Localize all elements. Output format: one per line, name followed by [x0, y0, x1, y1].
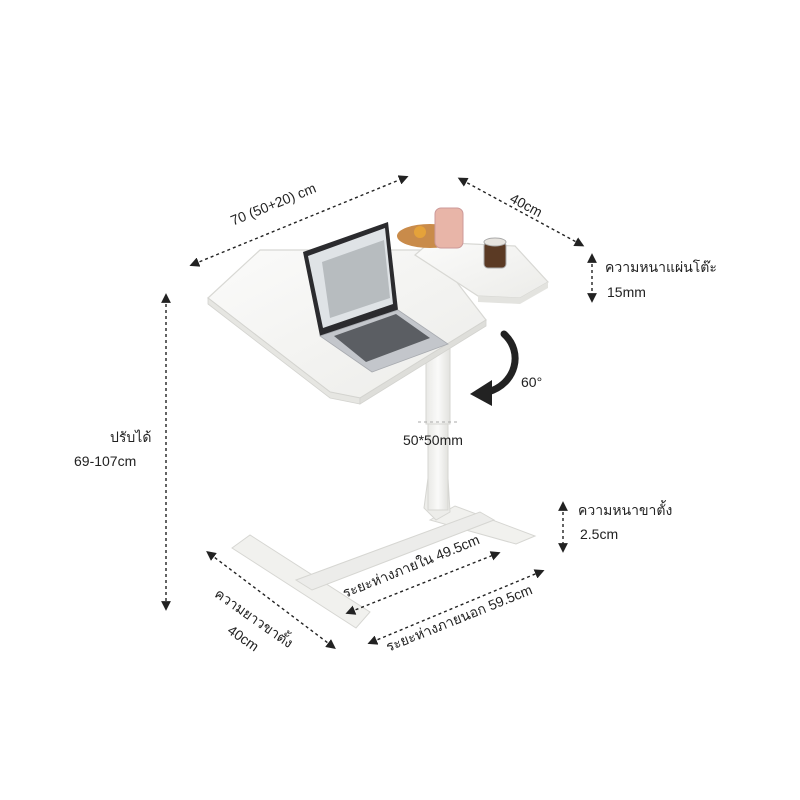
top-width-line [189, 175, 409, 267]
top-thickness-value: 15mm [607, 284, 646, 300]
leg-thickness-title: ความหนาขาตั้ง [578, 502, 673, 518]
tea-jar [434, 207, 464, 249]
tilt-angle-label: 60° [521, 374, 543, 390]
top-depth-line [457, 177, 585, 247]
column-size-label: 50*50mm [403, 432, 463, 448]
height-title: ปรับได้ [110, 429, 152, 445]
height-value: 69-107cm [74, 453, 137, 469]
dimension-lines [161, 175, 597, 649]
leg-thickness-value: 2.5cm [580, 526, 619, 542]
top-thickness-title: ความหนาแผ่นโต๊ะ [605, 259, 717, 275]
leg-length-line [206, 551, 336, 649]
outer-distance-line [367, 569, 545, 645]
tilt-arrow [484, 330, 519, 396]
